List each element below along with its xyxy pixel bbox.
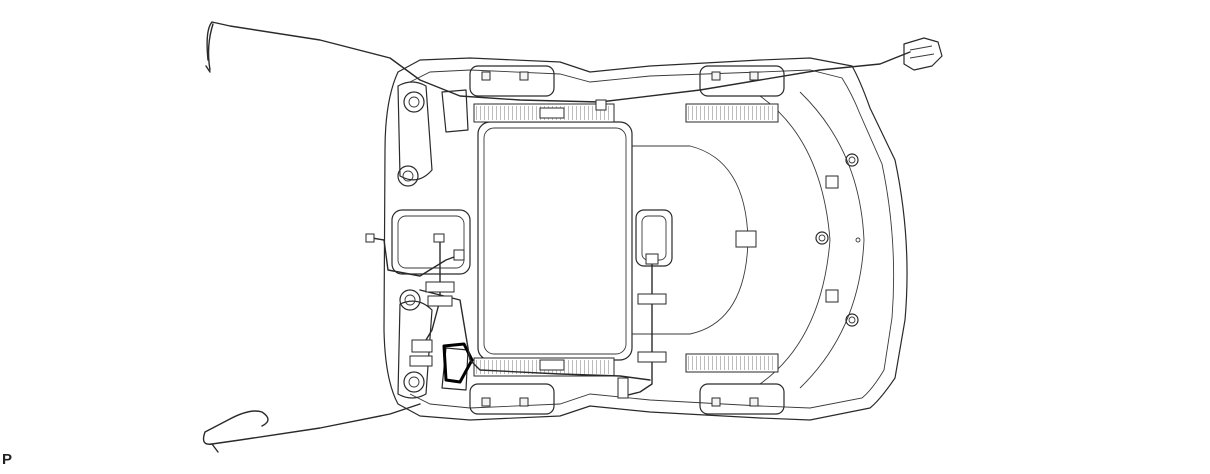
assist-grip-mounts <box>469 65 785 415</box>
sunroof-opening-inner <box>483 127 627 355</box>
highlighted-bracket <box>442 342 474 384</box>
dome-clip <box>735 230 757 248</box>
center-lamp-outline <box>635 209 673 267</box>
headliner-outline <box>383 57 908 421</box>
corner-mark: P <box>2 451 13 468</box>
dome-area <box>632 145 749 335</box>
rear-roof-edge <box>799 91 865 389</box>
wire-harness <box>202 21 911 453</box>
headliner-inner-edge <box>409 69 895 409</box>
sunroof-opening-outer <box>477 121 633 361</box>
rear-roof-curve <box>759 95 831 385</box>
velcro-strip-rear-right-hatch <box>688 356 776 370</box>
front-area <box>391 81 471 399</box>
harness-clips <box>365 99 667 399</box>
velcro-strip-front-right-hatch <box>688 106 776 120</box>
harness-connector <box>903 37 943 71</box>
center-lamp-inner <box>641 215 667 261</box>
rear-clips <box>815 153 861 327</box>
